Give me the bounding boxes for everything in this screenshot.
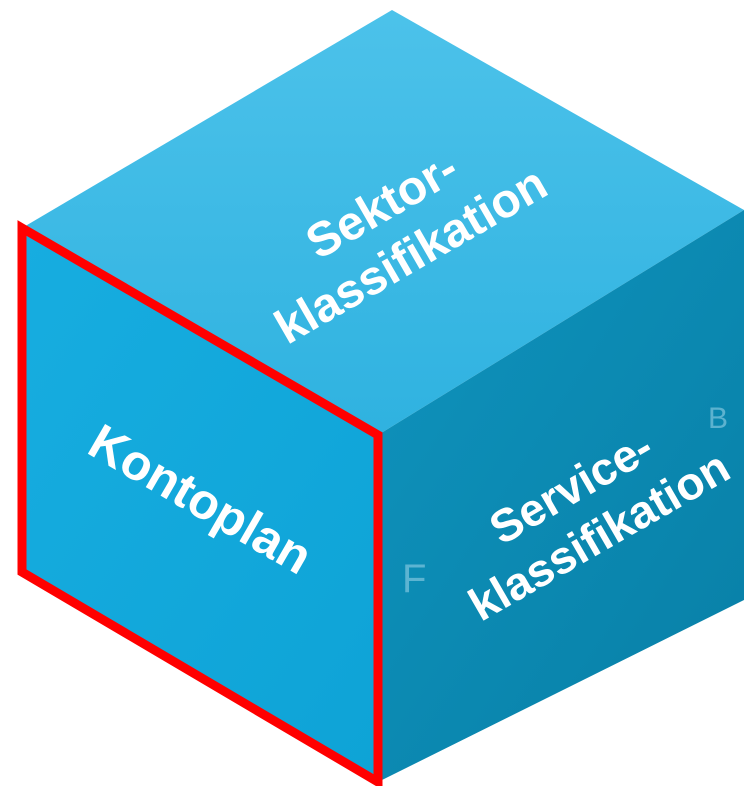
left-face — [22, 228, 378, 782]
right-face — [378, 210, 744, 782]
ghost-letter-f: F — [402, 557, 426, 601]
kontoplan-highlight-border — [17, 220, 383, 786]
ghost-letter-b: B — [708, 402, 728, 435]
